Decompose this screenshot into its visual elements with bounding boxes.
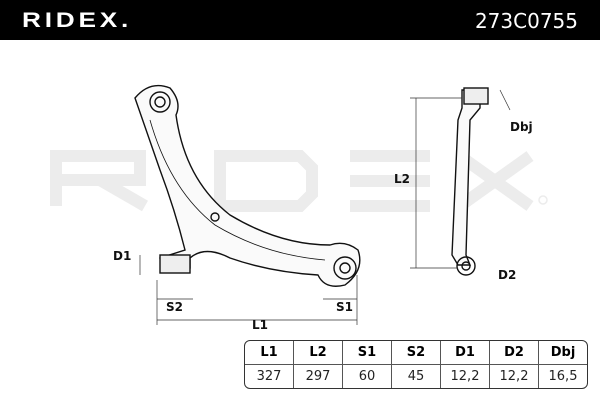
table-header-row: L1 L2 S1 S2 D1 D2 Dbj [245, 341, 587, 365]
dim-label-d2: D2 [498, 268, 517, 282]
dimensions-table: L1 L2 S1 S2 D1 D2 Dbj 327 297 60 45 12,2… [244, 340, 588, 389]
table-header: S1 [343, 341, 392, 365]
dim-label-l2: L2 [394, 172, 410, 186]
table-header: S2 [392, 341, 441, 365]
table-header: D1 [441, 341, 490, 365]
dim-label-dbj: Dbj [510, 120, 533, 134]
table-header: L1 [245, 341, 294, 365]
dim-label-s2: S2 [166, 300, 183, 314]
table-cell: 12,2 [490, 365, 539, 388]
dim-label-l1: L1 [252, 318, 268, 332]
table-cell: 60 [343, 365, 392, 388]
table-cell: 327 [245, 365, 294, 388]
table-row: 327 297 60 45 12,2 12,2 16,5 [245, 365, 587, 388]
table-header: Dbj [539, 341, 587, 365]
table-header: D2 [490, 341, 539, 365]
brand-logo: RIDEX. [22, 9, 133, 32]
table-header: L2 [294, 341, 343, 365]
table-cell: 16,5 [548, 369, 578, 384]
table-cell: 12,2 [441, 365, 490, 388]
table-cell: 297 [294, 365, 343, 388]
table-cell: 45 [392, 365, 441, 388]
header-bar: RIDEX. 273C0755 [0, 0, 600, 40]
dim-label-d1: D1 [113, 249, 132, 263]
part-number: 273C0755 [474, 9, 578, 33]
control-arm-drawing [134, 84, 511, 325]
dim-label-s1: S1 [336, 300, 353, 314]
